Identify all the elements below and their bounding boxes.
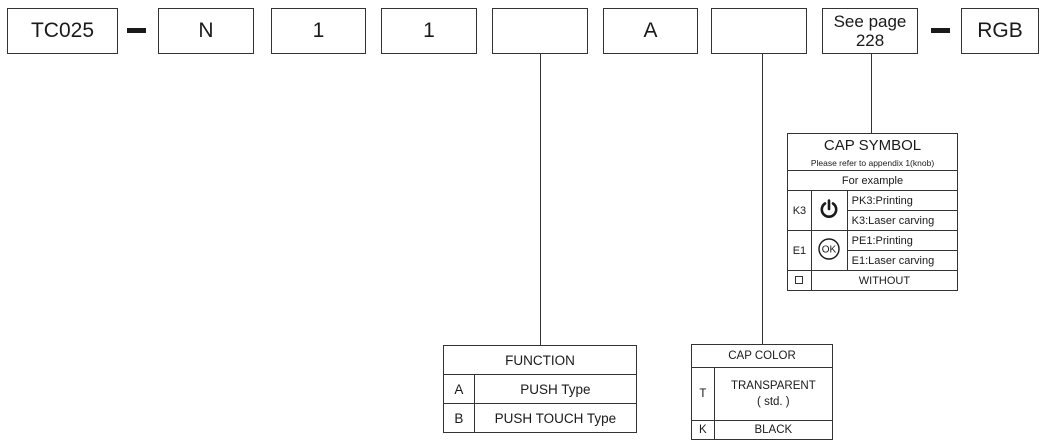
code-box-rgb: RGB: [961, 8, 1039, 54]
cap-symbol-subtitle: Please refer to appendix 1(knob): [787, 156, 958, 171]
cap-symbol-desc-laser: E1:Laser carving: [846, 250, 959, 271]
function-code: B: [443, 403, 475, 433]
ok-icon-cell: OK: [810, 230, 848, 271]
cap-symbol-desc-printing: PE1:Printing: [846, 230, 959, 251]
cap-symbol-code: K3: [787, 190, 812, 231]
code-box-1b: 1: [381, 8, 477, 54]
ok-icon: OK: [818, 238, 840, 260]
page-ref-line1: See page: [833, 12, 907, 31]
cap-color-label: TRANSPARENT: [730, 380, 816, 392]
ok-icon-text: OK: [822, 245, 837, 256]
power-icon-cell: [810, 190, 848, 231]
cap-color-code: K: [691, 420, 715, 440]
code-box-page-ref: See page 228: [822, 8, 918, 54]
power-icon: [820, 199, 838, 218]
page-ref-line2: 228: [855, 31, 885, 50]
code-box-series: TC025: [7, 8, 118, 54]
cap-symbol-table: CAP SYMBOL Please refer to appendix 1(kn…: [787, 133, 959, 291]
code-box-1a: 1: [271, 8, 366, 54]
function-table: FUNCTION A PUSH Type B PUSH TOUCH Type: [443, 345, 638, 433]
cap-symbol-code: E1: [787, 230, 812, 271]
dash-separator: [931, 28, 950, 33]
cap-symbol-desc-printing: PK3:Printing: [846, 190, 959, 211]
cap-color-title: CAP COLOR: [691, 344, 833, 368]
square-icon: [795, 275, 804, 284]
cap-symbol-desc-laser: K3:Laser carving: [846, 210, 959, 231]
cap-symbol-title: CAP SYMBOL: [787, 133, 958, 156]
connector-cap-symbol: [871, 54, 873, 133]
code-box-function: [492, 8, 588, 54]
cap-color-transparent-cell: TRANSPARENT ( std. ): [713, 367, 834, 421]
connector-function: [540, 54, 542, 345]
function-code: A: [443, 374, 475, 404]
code-box-a: A: [603, 8, 698, 54]
function-label: PUSH TOUCH Type: [473, 403, 638, 433]
square-symbol-cell: [787, 270, 812, 291]
cap-symbol-without: WITHOUT: [810, 270, 959, 291]
function-title: FUNCTION: [443, 345, 637, 375]
dash-separator: [127, 28, 146, 33]
cap-color-note: ( std. ): [757, 396, 790, 408]
code-box-n: N: [158, 8, 254, 54]
cap-color-code: T: [691, 367, 715, 421]
cap-symbol-example-header: For example: [787, 170, 958, 191]
cap-color-table: CAP COLOR T TRANSPARENT ( std. ) K BLACK: [691, 344, 834, 440]
connector-cap-color: [762, 54, 764, 344]
cap-color-label: BLACK: [713, 420, 834, 440]
function-label: PUSH Type: [473, 374, 638, 404]
code-box-cap-color: [711, 8, 807, 54]
